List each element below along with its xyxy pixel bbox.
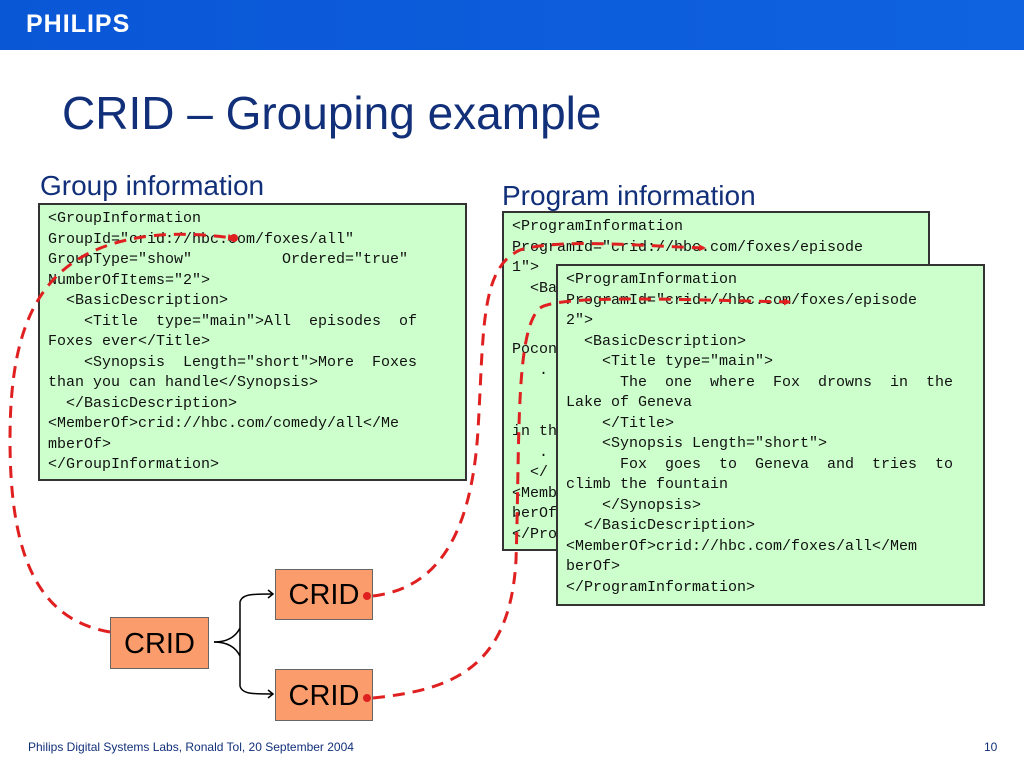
- code-line: </Title>: [566, 414, 675, 432]
- code-line: climb the fountain: [566, 476, 729, 493]
- code-line: <Memb: [512, 484, 558, 502]
- code-line: <BasicDescription>: [566, 332, 747, 350]
- code-line: </Pro: [512, 525, 558, 543]
- code-line: GroupId="crid://hbc.com/foxes/all": [48, 230, 355, 248]
- crid-box-group: CRID: [110, 617, 209, 669]
- dashed-link-episode2: [372, 297, 791, 700]
- code-line: <Synopsis Length="short">: [566, 435, 828, 452]
- code-line: </BasicDescription>: [48, 394, 238, 412]
- code-line: </Synopsis>: [566, 496, 702, 514]
- crid-tree-connector: [213, 593, 273, 695]
- code-line: .: [512, 361, 549, 379]
- code-line: mberOf>: [48, 435, 112, 453]
- code-line: berOf: [512, 505, 558, 522]
- code-line: <Ba: [512, 279, 558, 297]
- code-line: Lake of Geneva: [566, 394, 693, 411]
- dot-group-id: [230, 234, 238, 242]
- header-bar: PHILIPS: [0, 0, 1024, 50]
- footer-credit: Philips Digital Systems Labs, Ronald Tol…: [28, 740, 354, 754]
- dashed-link-group: [8, 232, 235, 634]
- code-line: </: [512, 464, 549, 481]
- code-line: Fox goes to Geneva and tries to: [566, 455, 954, 473]
- code-line: <BasicDescription>: [48, 292, 229, 309]
- code-line: <ProgramInformation: [512, 218, 684, 235]
- code-line: <ProgramInformation: [566, 271, 738, 288]
- page-number: 10: [984, 740, 998, 754]
- dot-episode2-id: [363, 694, 371, 702]
- code-line: <Synopsis Length="short">More Foxes: [48, 353, 418, 371]
- code-line: 1">: [512, 259, 540, 276]
- code-line: <GroupInformation: [48, 210, 202, 227]
- code-line: </BasicDescription>: [566, 517, 756, 534]
- code-line: in th: [512, 423, 558, 440]
- slide-title: CRID – Grouping example: [62, 87, 602, 139]
- program-information-label: Program information: [502, 180, 756, 211]
- code-line: 2">: [566, 312, 594, 329]
- code-line: </GroupInformation>: [48, 456, 220, 473]
- code-line: .: [512, 443, 549, 461]
- crid-box-bottom: CRID: [275, 669, 373, 721]
- code-line: </ProgramInformation>: [566, 578, 756, 596]
- code-line: <Title type="main">: [566, 353, 774, 370]
- code-line: than you can handle</Synopsis>: [48, 374, 319, 391]
- code-line: berOf>: [566, 558, 621, 575]
- code-line: Foxes ever</Title>: [48, 333, 211, 350]
- crid-tree-join: [213, 641, 241, 657]
- code-line: <MemberOf>crid://hbc.com/comedy/all</Me: [48, 415, 400, 432]
- code-line: The one where Fox drowns in the: [566, 373, 954, 391]
- group-information-label: Group information: [40, 170, 265, 201]
- code-line: NumberOfItems="2">: [48, 271, 211, 289]
- dot-episode1-id: [363, 592, 371, 600]
- crid-box-top: CRID: [275, 569, 373, 620]
- code-line: <Title type="main">All episodes of: [48, 312, 418, 330]
- code-line: <MemberOf>crid://hbc.com/foxes/all</Mem: [566, 537, 918, 555]
- dashed-link-episode1: [372, 242, 706, 598]
- philips-logo: PHILIPS: [26, 10, 131, 38]
